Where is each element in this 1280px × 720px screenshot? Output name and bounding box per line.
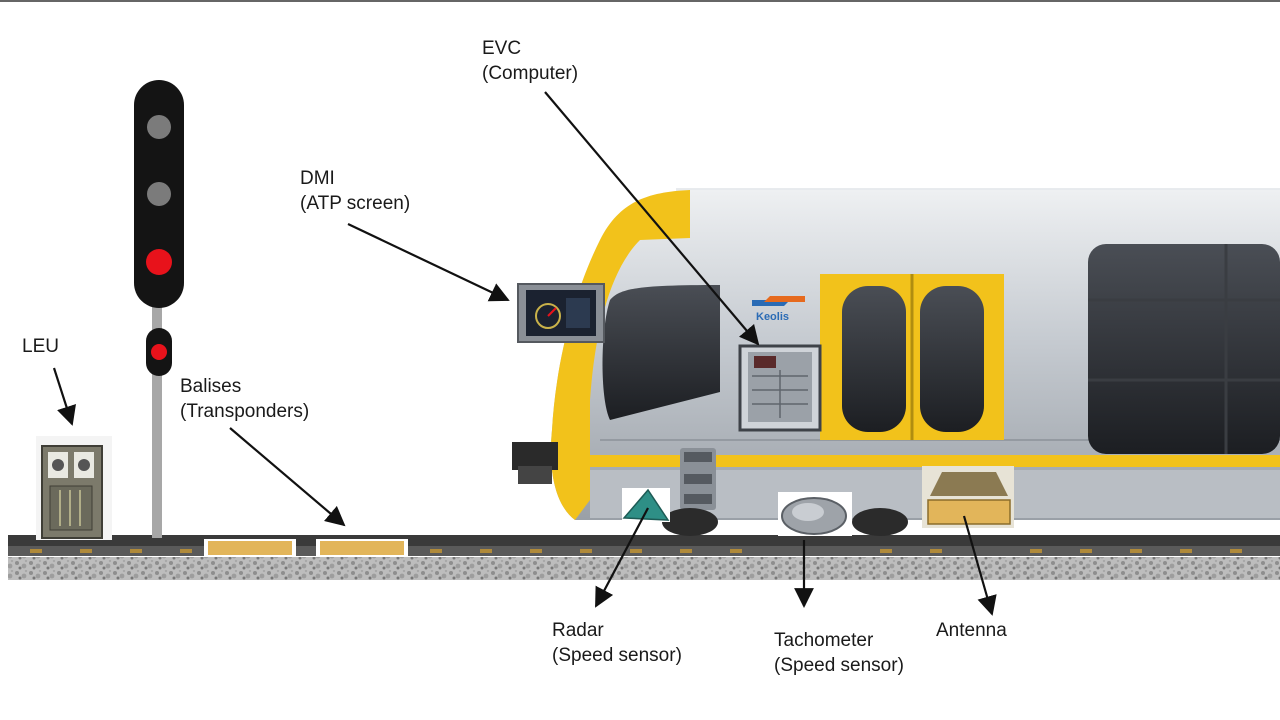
radar-device	[622, 488, 670, 522]
sleeper-marks	[30, 549, 1242, 553]
label-antenna-title: Antenna	[936, 620, 1007, 641]
antenna-device	[922, 466, 1014, 528]
ballast	[8, 557, 1280, 580]
label-evc-title: EVC	[482, 38, 522, 59]
label-tachometer-title: Tachometer	[774, 630, 874, 651]
wheel-2	[852, 508, 908, 536]
balises-arrow	[229, 427, 346, 527]
label-dmi: DMI (ATP screen)	[300, 166, 410, 216]
cab-window	[602, 285, 720, 420]
label-balises: Balises (Transponders)	[180, 374, 309, 424]
label-balises-title: Balises	[180, 376, 242, 397]
antenna-arrow	[962, 515, 997, 616]
signal-small-lamp	[151, 344, 167, 360]
radar-arrow	[595, 507, 649, 608]
label-tachometer-subtitle: (Speed sensor)	[774, 655, 904, 676]
sleepers	[8, 546, 1280, 556]
label-leu-title: LEU	[22, 336, 59, 357]
leu-cabinet	[36, 436, 112, 540]
balises	[204, 539, 408, 557]
train-stripe	[590, 455, 1280, 467]
label-tachometer: Tachometer (Speed sensor)	[774, 628, 904, 678]
logo-text: Keolis	[756, 311, 789, 323]
evc-computer	[738, 344, 822, 432]
train: Keolis	[512, 188, 1280, 536]
wheel-1	[662, 508, 718, 536]
label-balises-subtitle: (Transponders)	[180, 401, 310, 422]
label-dmi-subtitle: (ATP screen)	[300, 193, 411, 214]
label-evc-subtitle: (Computer)	[482, 63, 579, 84]
signal-pole	[152, 300, 162, 538]
label-leu: LEU	[22, 334, 59, 359]
signal-lamp-top	[147, 115, 171, 139]
label-antenna: Antenna	[936, 618, 1007, 643]
coupler	[512, 442, 558, 470]
signal-lamp-middle	[147, 182, 171, 206]
side-window	[1088, 244, 1280, 454]
label-radar-subtitle: (Speed sensor)	[552, 645, 682, 666]
evc-arrow	[544, 91, 760, 346]
tachometer-device	[778, 492, 852, 536]
top-border	[0, 0, 1280, 2]
dmi-screen	[517, 283, 605, 343]
label-dmi-title: DMI	[300, 168, 335, 189]
label-radar: Radar (Speed sensor)	[552, 618, 682, 668]
track	[8, 535, 1280, 580]
signal-lamp-red	[146, 249, 172, 275]
leu-arrow	[52, 367, 76, 426]
label-evc: EVC (Computer)	[482, 36, 578, 86]
train-logo: Keolis	[752, 296, 805, 323]
signal	[134, 80, 184, 538]
dmi-arrow	[347, 223, 510, 302]
balise-2	[320, 541, 404, 555]
train-nose	[550, 190, 690, 520]
callout-arrows	[52, 91, 997, 616]
balise-1	[208, 541, 292, 555]
label-radar-title: Radar	[552, 620, 604, 641]
rail	[8, 535, 1280, 546]
